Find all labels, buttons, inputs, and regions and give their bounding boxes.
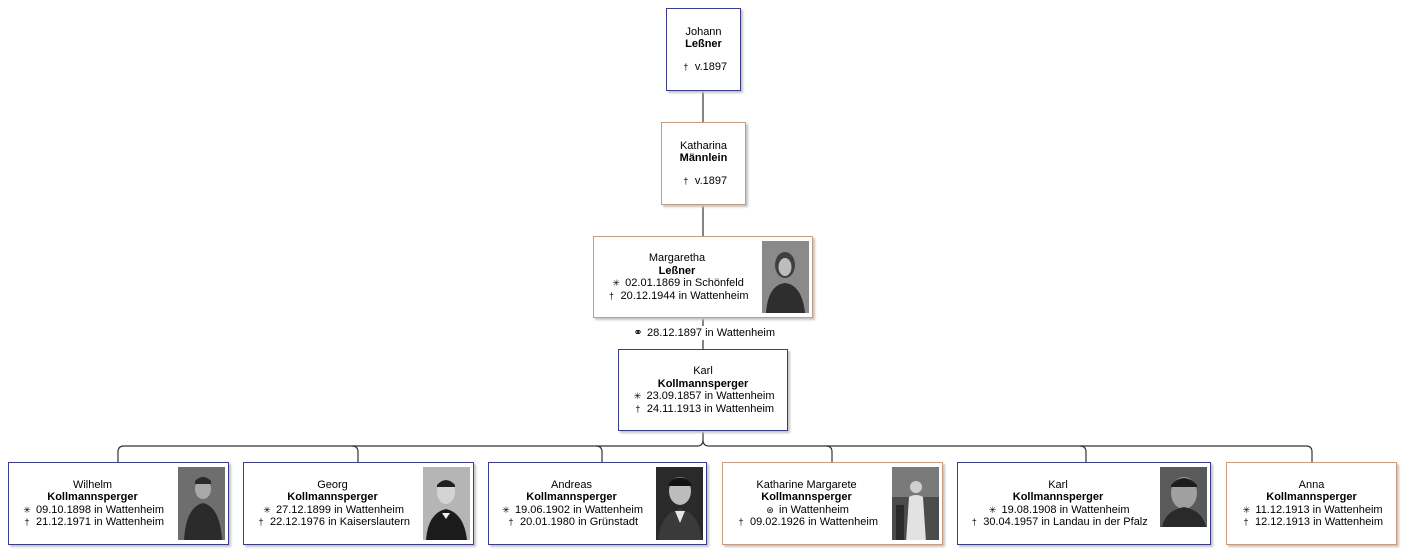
person-card-johann[interactable]: Johann Leßner † v.1897 xyxy=(666,8,741,91)
person-card-katharina[interactable]: Katharina Männlein † v.1897 xyxy=(661,122,746,205)
marriage-rings-icon: ⚭ xyxy=(633,327,643,339)
child-card-katharine-margarete[interactable]: Katharine Margarete Kollmannsperger ⊛ in … xyxy=(722,462,943,545)
first-name: Katharina xyxy=(679,139,728,152)
surname: Leßner xyxy=(685,38,722,51)
death-date: 12.12.1913 in Wattenheim xyxy=(1254,516,1383,528)
person-card-margaretha[interactable]: Margaretha Leßner ✳ 02.01.1869 in Schönfe… xyxy=(593,236,813,318)
surname: Kollmannsperger xyxy=(761,491,852,503)
birth-symbol-icon: ✳ xyxy=(612,278,620,288)
child-card-karl-junior[interactable]: Karl Kollmannsperger ✳ 19.08.1908 in Watt… xyxy=(957,462,1211,545)
person-card-karl-senior[interactable]: Karl Kollmannsperger ✳ 23.09.1857 in Watt… xyxy=(618,349,788,431)
death-date: 20.12.1944 in Wattenheim xyxy=(620,289,749,302)
birth-symbol-icon: ✳ xyxy=(502,504,510,515)
child-card-georg[interactable]: Georg Kollmannsperger ✳ 27.12.1899 in Wat… xyxy=(243,462,474,545)
surname: Kollmannsperger xyxy=(47,491,138,503)
first-name: Margaretha xyxy=(648,252,706,264)
death-symbol-icon: † xyxy=(683,175,689,186)
first-name: Anna xyxy=(1298,478,1325,491)
death-symbol-icon: † xyxy=(683,61,689,72)
surname: Kollmannsperger xyxy=(287,491,378,503)
first-name: Karl xyxy=(693,365,713,377)
death-symbol-icon: † xyxy=(1243,517,1249,527)
death-symbol-icon: † xyxy=(738,517,744,527)
death-date: 20.01.1980 in Grünstadt xyxy=(519,516,639,528)
death-date: 22.12.1976 in Kaiserslautern xyxy=(269,516,411,528)
surname: Kollmannsperger xyxy=(657,377,749,390)
first-name: Wilhelm xyxy=(72,478,113,491)
death-date: 21.12.1971 in Wattenheim xyxy=(35,516,164,528)
death-symbol-icon: † xyxy=(608,290,614,301)
portrait-photo xyxy=(423,467,470,540)
death-date: 30.04.1957 in Landau in der Pfalz xyxy=(983,516,1148,528)
birth-symbol-icon: ✳ xyxy=(633,391,642,401)
birth-date: 02.01.1869 in Schönfeld xyxy=(625,277,744,289)
birth-symbol-icon: ✳ xyxy=(1242,504,1251,515)
surname: Kollmannsperger xyxy=(1012,491,1104,503)
birth-symbol-icon: ✳ xyxy=(23,504,31,515)
marriage-info: ⚭ 28.12.1897 in Wattenheim xyxy=(632,326,776,340)
portrait-photo xyxy=(178,467,225,540)
portrait-photo xyxy=(656,467,703,540)
death-symbol-icon: † xyxy=(971,517,977,527)
surname: Kollmannsperger xyxy=(1266,491,1357,503)
first-name: Katharine Margarete xyxy=(756,478,857,491)
first-name: Georg xyxy=(317,478,348,491)
first-name: Johann xyxy=(685,25,722,38)
birth-date: 23.09.1857 in Wattenheim xyxy=(646,390,775,402)
death-date: v.1897 xyxy=(694,174,728,187)
death-symbol-icon: † xyxy=(508,517,514,527)
child-card-andreas[interactable]: Andreas Kollmannsperger ✳ 19.06.1902 in W… xyxy=(488,462,707,545)
portrait-photo xyxy=(762,241,809,313)
death-date: 24.11.1913 in Wattenheim xyxy=(646,402,775,415)
portrait-photo xyxy=(1160,467,1207,540)
death-date: 09.02.1926 in Wattenheim xyxy=(749,516,878,528)
child-card-anna[interactable]: Anna Kollmannsperger ✳ 11.12.1913 in Watt… xyxy=(1226,462,1397,545)
surname: Männlein xyxy=(679,152,728,165)
birth-date: 11.12.1913 in Wattenheim xyxy=(1255,503,1383,516)
birth-date: 19.08.1908 in Wattenheim xyxy=(1001,503,1130,516)
birth-symbol-icon: ✳ xyxy=(988,504,997,515)
baptism-place: in Wattenheim xyxy=(779,503,849,516)
surname: Kollmannsperger xyxy=(526,491,617,503)
baptism-symbol-icon: ⊛ xyxy=(766,504,774,515)
first-name: Karl xyxy=(1048,478,1068,491)
portrait-photo xyxy=(892,467,939,540)
marriage-date: 28.12.1897 in Wattenheim xyxy=(647,326,776,339)
surname: Leßner xyxy=(658,264,696,277)
death-symbol-icon: † xyxy=(635,403,641,414)
death-date: v.1897 xyxy=(694,60,728,73)
birth-symbol-icon: ✳ xyxy=(263,504,271,515)
birth-date: 19.06.1902 in Wattenheim xyxy=(514,503,643,516)
child-card-wilhelm[interactable]: Wilhelm Kollmannsperger ✳ 09.10.1898 in W… xyxy=(8,462,229,545)
first-name: Andreas xyxy=(551,478,592,491)
birth-date: 27.12.1899 in Wattenheim xyxy=(275,503,404,516)
death-symbol-icon: † xyxy=(258,517,264,527)
death-symbol-icon: † xyxy=(24,517,30,527)
birth-date: 09.10.1898 in Wattenheim xyxy=(35,503,164,516)
